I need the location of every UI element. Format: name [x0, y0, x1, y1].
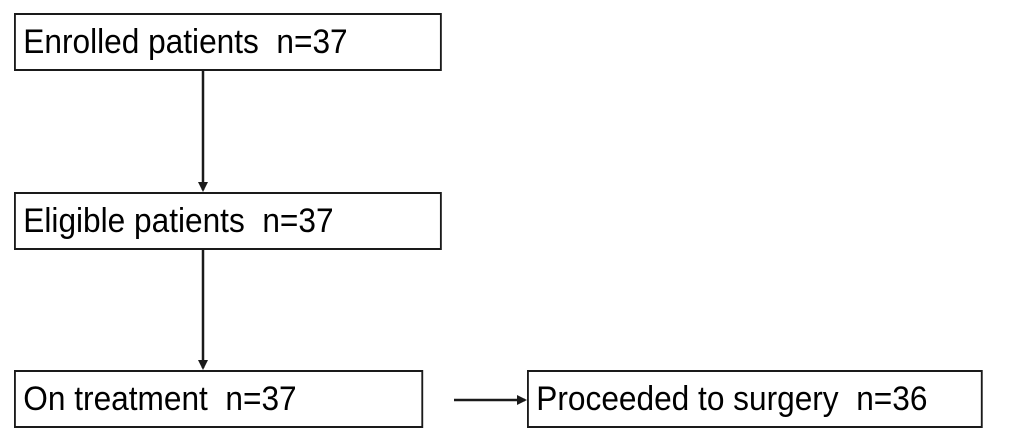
on-treatment-label: On treatment n=37 [23, 379, 297, 418]
proceeded-to-surgery-box: Proceeded to surgery n=36 [527, 370, 983, 428]
enrolled-patients-label: Enrolled patients n=37 [23, 22, 348, 61]
proceeded-to-surgery-label: Proceeded to surgery n=36 [536, 379, 928, 418]
eligible-patients-label: Eligible patients n=37 [23, 201, 334, 240]
on-treatment-box: On treatment n=37 [14, 370, 424, 428]
eligible-patients-box: Eligible patients n=37 [14, 192, 442, 250]
enrolled-patients-box: Enrolled patients n=37 [14, 13, 442, 71]
